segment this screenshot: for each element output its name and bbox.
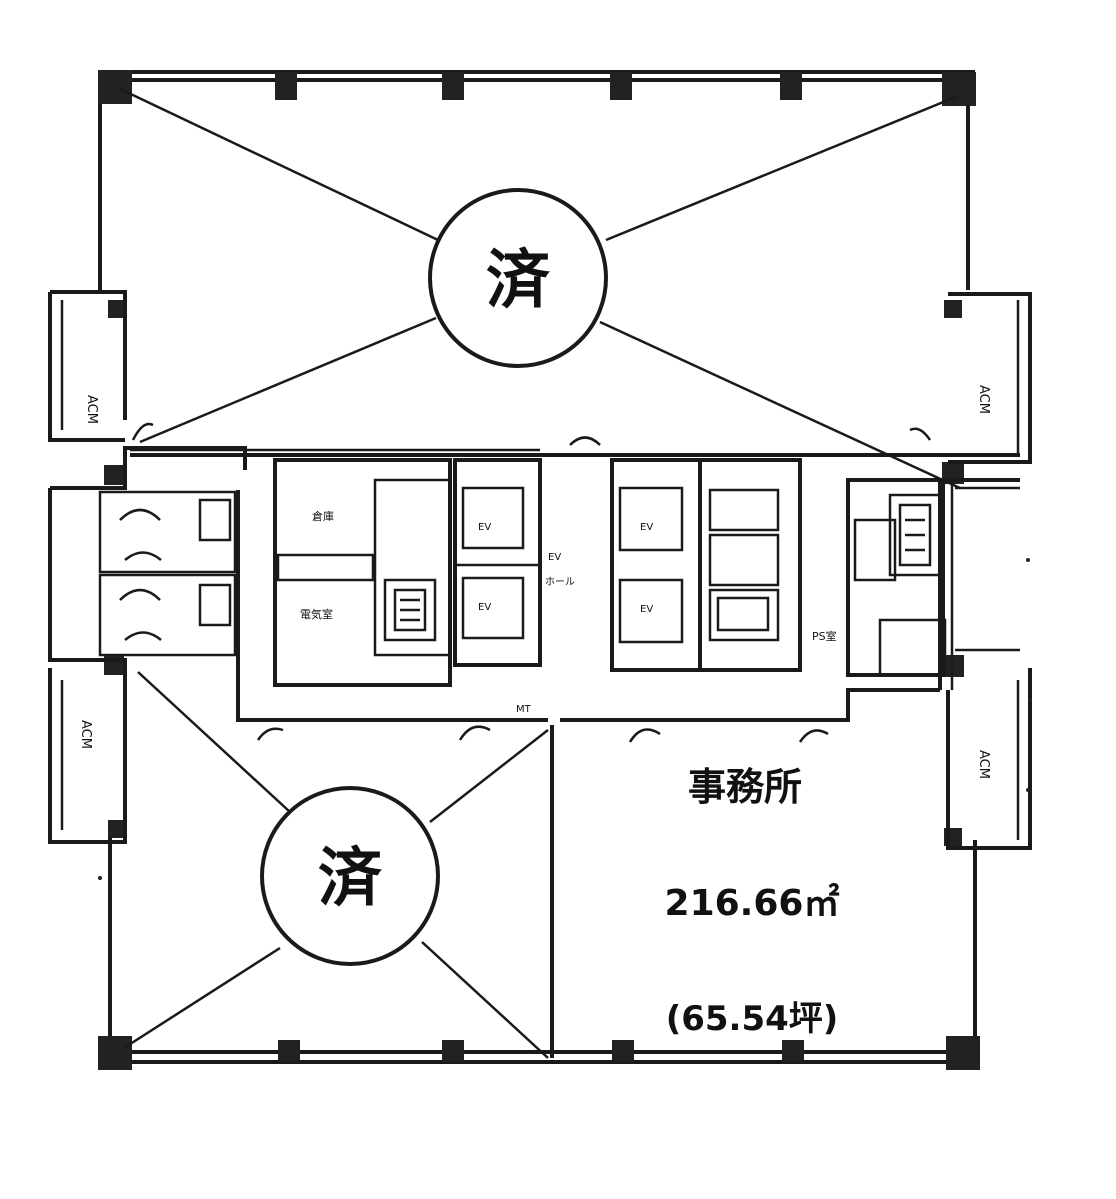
svg-text:ACM: ACM: [976, 750, 991, 779]
side-shafts: ACM ACM ACM ACM: [48, 290, 1032, 850]
area-tsubo: (65.54坪): [666, 999, 839, 1039]
svg-text:ACM: ACM: [84, 395, 99, 424]
svg-text:EV: EV: [478, 522, 491, 533]
upper-occupied-marker: 済: [428, 188, 608, 368]
lower-cross-lines: [123, 671, 554, 1059]
lower-occupied-marker: 済: [260, 786, 440, 966]
svg-text:PS室: PS室: [812, 629, 837, 643]
svg-text:ホール: ホール: [545, 576, 575, 588]
svg-text:ACM: ACM: [78, 720, 93, 749]
building-core: 倉庫 電気室 EV EV EV ホール EV EV PS室: [48, 422, 1020, 743]
upper-stamp-text: 済: [486, 244, 551, 318]
svg-text:電気室: 電気室: [300, 607, 333, 621]
lower-stamp-text: 済: [318, 842, 383, 916]
outer-walls: [98, 70, 977, 1064]
area-sqm: 216.66㎡: [665, 882, 840, 924]
svg-text:EV: EV: [548, 552, 561, 563]
svg-text:ACM: ACM: [976, 385, 991, 414]
svg-text:EV: EV: [640, 604, 653, 615]
svg-text:EV: EV: [478, 602, 491, 613]
available-office-info: 事務所 216.66㎡ (65.54坪): [665, 765, 840, 1039]
svg-text:倉庫: 倉庫: [312, 509, 334, 523]
upper-cross-lines: [117, 86, 961, 490]
svg-text:MT: MT: [516, 704, 532, 715]
svg-text:EV: EV: [640, 522, 653, 533]
office-label: 事務所: [688, 765, 802, 809]
scan-specks: [98, 558, 1032, 880]
